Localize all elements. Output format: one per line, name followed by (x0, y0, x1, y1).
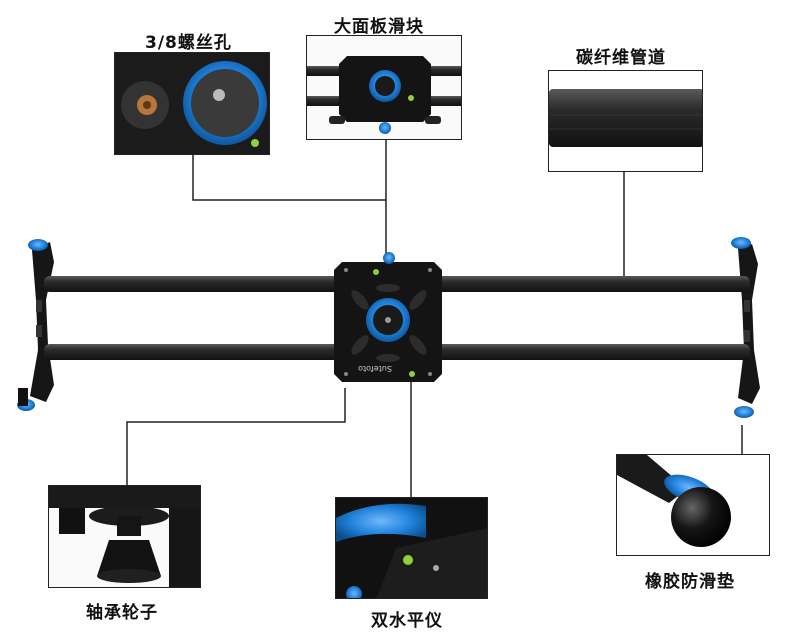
inset-slider-plate (306, 35, 462, 140)
rubber-pad-photo (617, 455, 769, 555)
inset-thread-hole (114, 52, 270, 155)
label-bearing-wheel: 轴承轮子 (86, 603, 158, 623)
slider-plate-photo (307, 36, 461, 139)
thread-hole-photo (115, 53, 269, 154)
inset-rubber-pad (616, 454, 770, 556)
slider-plate: Sutefoto (334, 252, 442, 382)
label-thread-hole: 3/8螺丝孔 (145, 33, 232, 53)
line-thread-hole (192, 155, 386, 201)
bearing-wheel-photo (49, 486, 200, 587)
label-rubber-pad: 橡胶防滑垫 (645, 572, 735, 592)
label-double-level: 双水平仪 (371, 611, 443, 631)
right-end-bracket (731, 237, 760, 418)
inset-bearing-wheel (48, 485, 201, 588)
label-carbon-tube: 碳纤维管道 (576, 48, 666, 68)
callout-lines (126, 140, 743, 497)
inset-double-level (335, 497, 488, 599)
left-end-bracket (17, 239, 54, 411)
line-bearing-wheel (126, 388, 346, 485)
inset-carbon-tube (548, 70, 703, 172)
carbon-tube-photo (549, 71, 702, 171)
label-slider-plate: 大面板滑块 (334, 17, 424, 37)
brand-text: Sutefoto (358, 364, 392, 373)
double-level-photo (336, 498, 487, 598)
